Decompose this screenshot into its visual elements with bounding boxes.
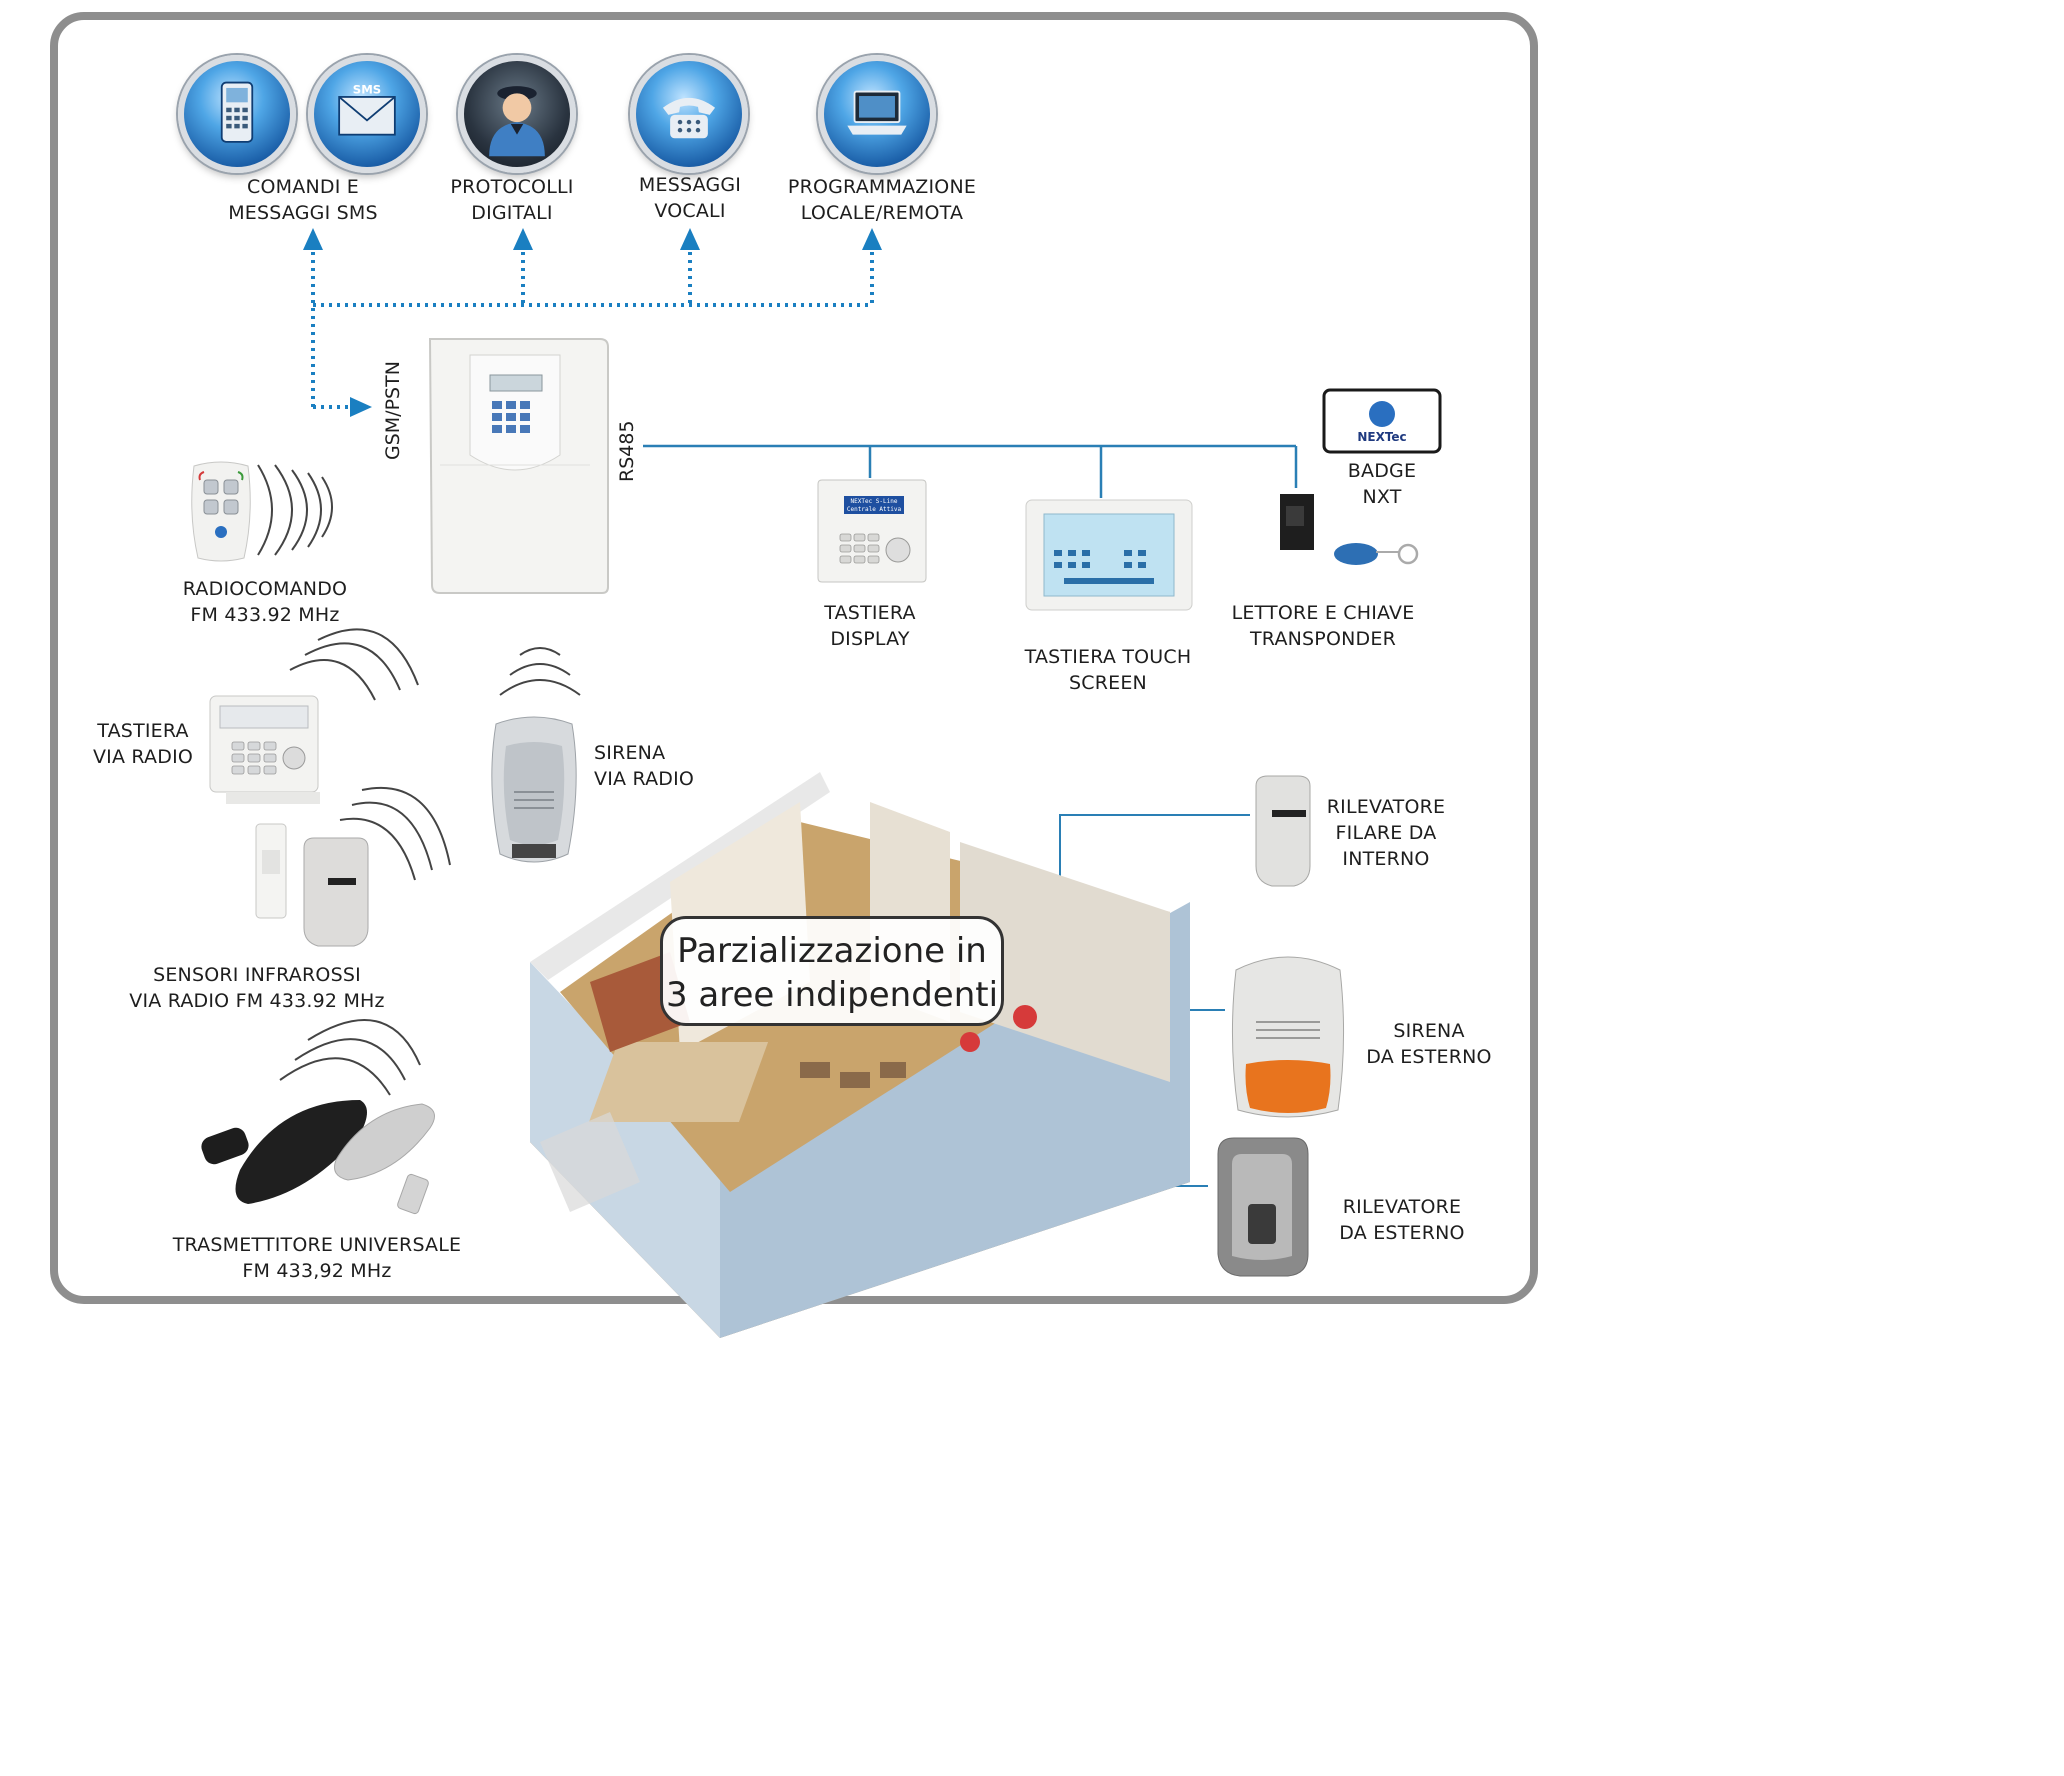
keypad-screen-line-1: NEXTec S-Line: [851, 498, 898, 505]
outdoor-detector: [1217, 1137, 1309, 1277]
badge-card: NEXTec: [1322, 388, 1442, 454]
remote-control: [191, 461, 251, 562]
radio-siren: [491, 716, 577, 863]
house-3d-model: [530, 772, 1190, 1338]
badge-brand: NEXTec: [1357, 430, 1406, 444]
connection-lines: [257, 228, 1298, 1187]
control-panel: [428, 338, 609, 594]
telephone-icon: [630, 55, 748, 173]
sms-badge-text: SMS: [353, 82, 381, 96]
outdoor-siren: [1231, 956, 1345, 1118]
wired-indoor-detector: [1255, 775, 1311, 887]
mobile-phone-icon: [178, 55, 296, 173]
arrowheads: [303, 228, 882, 417]
ir-sensors: [255, 823, 369, 947]
universal-transmitter: [201, 1100, 435, 1215]
sms-envelope-icon: SMS: [308, 55, 426, 173]
laptop-icon: [818, 55, 936, 173]
display-keypad: NEXTec S-Line Centrale Attiva: [817, 479, 927, 583]
rs485-label: RS485: [616, 420, 638, 482]
touch-keypad: [1025, 499, 1193, 611]
radio-keypad: [209, 695, 320, 804]
dotted-comm-lines: [311, 252, 874, 409]
rs485-bus: [643, 444, 1298, 498]
keypad-screen-line-2: Centrale Attiva: [847, 506, 902, 513]
security-guard-icon: [458, 55, 576, 173]
radio-waves: [257, 464, 581, 1096]
transponder-reader: [1280, 494, 1419, 565]
gsm-pstn-label: GSM/PSTN: [382, 361, 404, 460]
